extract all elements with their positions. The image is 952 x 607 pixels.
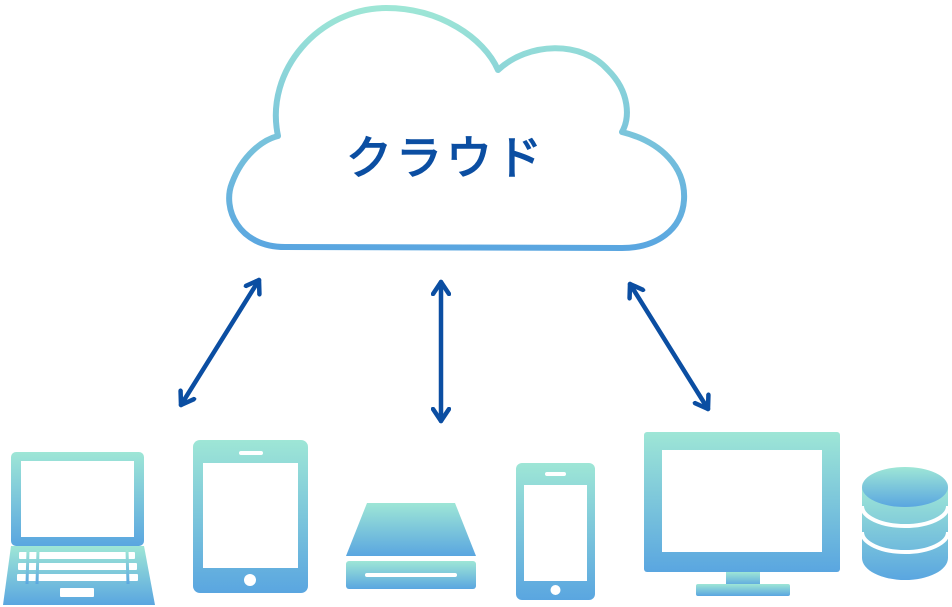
storage-drive-icon <box>346 503 476 589</box>
cloud-label: クラウド <box>346 131 546 185</box>
laptop-icon <box>3 452 155 605</box>
arrows <box>181 277 708 424</box>
tablet-icon <box>193 440 308 593</box>
arrow-cloud-laptop <box>181 277 259 408</box>
cloud: クラウド <box>226 5 688 251</box>
database-icon <box>860 467 950 580</box>
cloud-outline <box>226 5 688 251</box>
smartphone-icon <box>516 463 595 600</box>
arrow-cloud-monitor <box>630 281 708 412</box>
desktop-monitor-icon <box>644 432 840 596</box>
